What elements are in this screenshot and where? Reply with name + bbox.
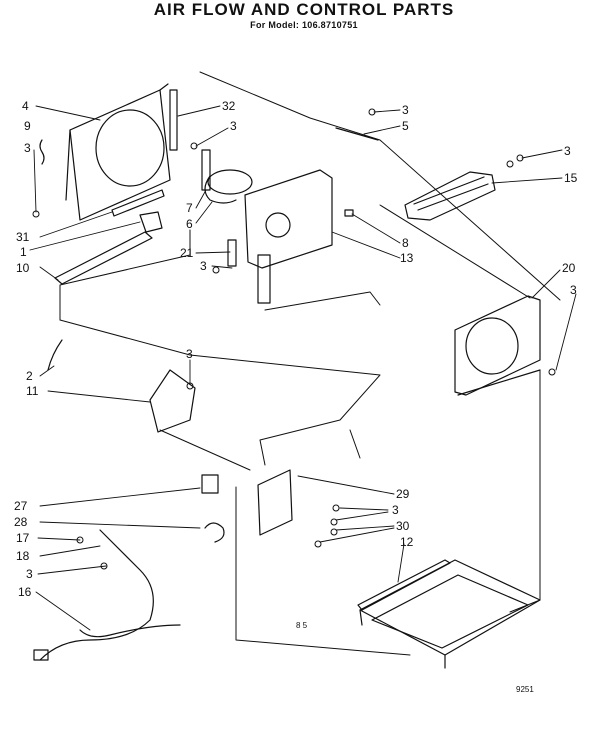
callout: 11 — [26, 384, 39, 398]
callout: 31 — [16, 230, 30, 244]
callout: 8 — [402, 236, 409, 250]
callout: 1 — [20, 245, 27, 259]
long-strip-10 — [54, 231, 153, 285]
callout: 21 — [180, 246, 194, 260]
callout: 28 — [14, 515, 28, 529]
control-box — [201, 469, 293, 543]
callout: 16 — [18, 585, 32, 599]
callout: 3 — [200, 259, 207, 273]
base-pan-12 — [357, 559, 541, 669]
callout: 5 — [402, 119, 409, 133]
leader-lines — [29, 105, 577, 631]
callout: 3 — [24, 141, 31, 155]
callout: 29 — [396, 487, 410, 501]
foam-strip-31 — [111, 189, 165, 217]
rod-5 — [335, 127, 379, 141]
callout: 20 — [562, 261, 576, 275]
screws — [32, 108, 556, 570]
callout: 18 — [16, 549, 30, 563]
callout: 32 — [222, 99, 236, 113]
callout: 9 — [24, 119, 31, 133]
grille-15 — [404, 171, 496, 221]
callout: 30 — [396, 519, 410, 533]
callout: 10 — [16, 261, 30, 275]
callout: 15 — [564, 171, 578, 185]
orifice-panel-left — [65, 83, 171, 221]
bracket-1 — [139, 211, 163, 233]
orifice-panel-right — [454, 295, 541, 396]
power-cord — [33, 529, 181, 661]
callout: 3 — [570, 283, 577, 297]
callout: 4 — [22, 99, 29, 113]
vertical-strip-32 — [169, 89, 178, 151]
callout: 3 — [230, 119, 237, 133]
assembly-outline — [59, 71, 561, 656]
page-title: AIR FLOW AND CONTROL PARTS — [153, 0, 455, 19]
callout: 3 — [26, 567, 33, 581]
figure-code: 9251 — [516, 685, 534, 694]
callout-labels: 4 32 3 9 3 31 1 10 7 6 21 3 3 5 3 15 8 1… — [14, 99, 578, 599]
callout: 17 — [16, 531, 30, 545]
switch-bracket-11 — [149, 369, 196, 433]
callout: 27 — [14, 499, 28, 513]
callout: 3 — [392, 503, 399, 517]
clip-9 — [39, 139, 45, 165]
callout: 3 — [564, 144, 571, 158]
grommet-2 — [47, 339, 63, 371]
callout: 3 — [186, 347, 193, 361]
callout: 2 — [26, 369, 33, 383]
center-code: 8 5 — [296, 621, 308, 630]
callout: 13 — [400, 251, 414, 265]
model-subtitle: For Model: 106.8710751 — [250, 20, 358, 30]
callout: 6 — [186, 217, 193, 231]
callout: 12 — [400, 535, 414, 549]
callout: 3 — [402, 103, 409, 117]
motor-mount-plate — [227, 169, 354, 304]
callout: 7 — [186, 201, 193, 215]
